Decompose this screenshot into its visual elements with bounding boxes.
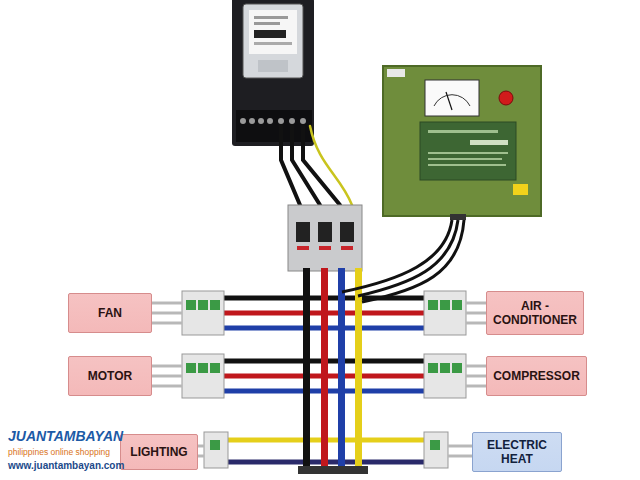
- kwh-meter: [232, 0, 314, 146]
- enclosure: [383, 66, 541, 216]
- load-name: COMPRESSOR: [493, 369, 580, 383]
- nameplate-print: [470, 140, 508, 145]
- meter-print: [254, 22, 280, 25]
- meter-needle: [446, 92, 452, 110]
- cable-gland: [450, 214, 466, 220]
- power-saver-box: [383, 66, 541, 220]
- load-box: FAN: [68, 293, 152, 333]
- watermark: JUANTAMBAYAN: [8, 428, 123, 444]
- load-box: AIR - CONDITIONER: [486, 291, 584, 335]
- nameplate-print: [428, 130, 498, 133]
- saver-cables: [342, 220, 464, 302]
- load-name: LIGHTING: [130, 445, 187, 459]
- tag: [387, 69, 405, 77]
- nameplate-print: [428, 158, 502, 160]
- meter-plate: [258, 60, 288, 72]
- load-name: AIR - CONDITIONER: [493, 299, 577, 328]
- load-box: ELECTRIC HEAT: [472, 432, 562, 472]
- main-breaker: [288, 205, 362, 271]
- bus-bars: [298, 268, 368, 474]
- meter-print: [254, 42, 292, 45]
- indicator-lamp: [499, 91, 513, 105]
- load-name: FAN: [98, 306, 122, 320]
- load-box: LIGHTING: [120, 434, 198, 470]
- load-box: COMPRESSOR: [486, 356, 587, 396]
- meter-print: [254, 16, 288, 19]
- breaker-body: [288, 205, 362, 271]
- meter-glass: [243, 4, 303, 78]
- watermark: philippines online shopping: [8, 447, 110, 457]
- branch-breakers: [182, 291, 466, 468]
- meter-face: [249, 10, 297, 54]
- warning-sticker: [513, 184, 528, 195]
- feed-wires: [281, 126, 352, 205]
- load-name: MOTOR: [88, 369, 132, 383]
- nameplate-print: [428, 152, 508, 154]
- meter-scale: [434, 95, 470, 106]
- terminal-block: [236, 110, 312, 142]
- panel-meter: [425, 80, 479, 116]
- watermark: www.juantambayan.com: [8, 460, 124, 471]
- load-leads: [152, 303, 486, 456]
- meter-housing: [232, 0, 314, 146]
- nameplate: [420, 122, 516, 180]
- nameplate-print: [428, 164, 506, 166]
- meter-counter: [254, 30, 286, 38]
- load-name: ELECTRIC HEAT: [479, 438, 555, 467]
- terminal-screws: [240, 118, 306, 124]
- load-box: MOTOR: [68, 356, 152, 396]
